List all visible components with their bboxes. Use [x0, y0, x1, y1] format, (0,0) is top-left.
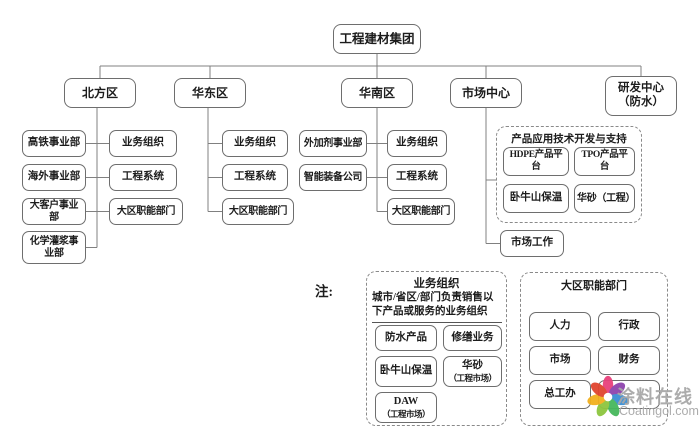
north-division-key-accounts: 大客户事业部	[22, 198, 86, 225]
dept-admin-node: 行政	[598, 312, 660, 341]
legend-regional-depts-title: 大区职能部门	[561, 280, 627, 292]
watermark-en-text: Coatingol.com	[619, 404, 699, 418]
tech-support-group-title: 产品应用技术开发与支持	[511, 134, 627, 145]
region-east-node: 华东区	[174, 78, 246, 108]
legend-item-waterproof-products: 防水产品	[375, 325, 437, 351]
east-org-engineering: 工程系统	[222, 164, 288, 191]
legend-item-woniushan-insulation: 卧牛山保温	[375, 356, 437, 387]
north-division-highspeed-rail: 高铁事业部	[22, 130, 86, 157]
north-org-regional-depts: 大区职能部门	[109, 198, 183, 225]
rnd-center-node: 研发中心 （防水）	[605, 76, 677, 116]
tech-support-group-box	[496, 126, 642, 223]
legend-business-org-box	[366, 271, 507, 426]
coatingol-logo-icon	[587, 375, 629, 417]
tech-item-tpo-platform: TPO产品平台	[574, 147, 635, 176]
legend-business-org-title: 业务组织	[413, 278, 460, 290]
east-org-business: 业务组织	[222, 130, 288, 157]
daw-line1: DAW	[393, 396, 419, 408]
dept-market-node: 市场	[529, 346, 591, 375]
region-south-node: 华南区	[341, 78, 413, 108]
market-work-node: 市场工作	[500, 230, 564, 257]
org-root-node: 工程建材集团	[333, 24, 421, 54]
daw-line2: （工程市场）	[381, 408, 431, 419]
north-org-engineering: 工程系统	[109, 164, 177, 191]
south-org-regional-depts: 大区职能部门	[387, 198, 455, 225]
note-label: 注:	[315, 284, 333, 299]
huasha-line1: 华砂	[462, 360, 483, 372]
market-center-node: 市场中心	[450, 78, 522, 108]
dept-hr-node: 人力	[529, 312, 591, 341]
legend-desc-line2: 下产品或服务的业务组织	[372, 306, 488, 318]
tech-item-huasha-engineering: 华砂（工程）	[574, 184, 636, 213]
tech-item-hdpe-platform: HDPE产品平台	[503, 147, 569, 176]
watermark-cn-text: 涂料在线	[617, 387, 693, 407]
tech-item-woniushan-insulation: 卧牛山保温	[503, 184, 569, 213]
legend-regional-depts-box	[520, 272, 668, 426]
south-division-smart-equipment: 智能装备公司	[299, 164, 367, 191]
huasha-line2: （工程市场）	[448, 372, 497, 383]
legend-item-repair-business: 修缮业务	[443, 325, 502, 351]
south-org-engineering: 工程系统	[387, 164, 447, 191]
south-org-business: 业务组织	[387, 130, 447, 157]
legend-item-daw-market: DAW （工程市场）	[375, 392, 437, 423]
dept-finance-node: 财务	[598, 346, 660, 375]
dept-chief-engineer-office-node: 总工办	[529, 380, 591, 409]
legend-item-huasha-market: 华砂 （工程市场）	[443, 356, 502, 387]
north-division-overseas: 海外事业部	[22, 164, 86, 191]
north-division-chemical-grouting: 化学灌浆事业部	[22, 231, 86, 264]
rnd-center-line1: 研发中心	[618, 82, 664, 95]
rnd-center-line2: （防水）	[618, 96, 664, 108]
south-division-admixture: 外加剂事业部	[299, 130, 367, 157]
legend-desc-line1: 城市/省区/部门负责销售以	[372, 292, 494, 303]
north-org-business: 业务组织	[109, 130, 177, 157]
legend-business-org-desc: 城市/省区/部门负责销售以 下产品或服务的业务组织	[372, 291, 502, 324]
east-org-regional-depts: 大区职能部门	[222, 198, 294, 225]
region-north-node: 北方区	[64, 78, 136, 108]
